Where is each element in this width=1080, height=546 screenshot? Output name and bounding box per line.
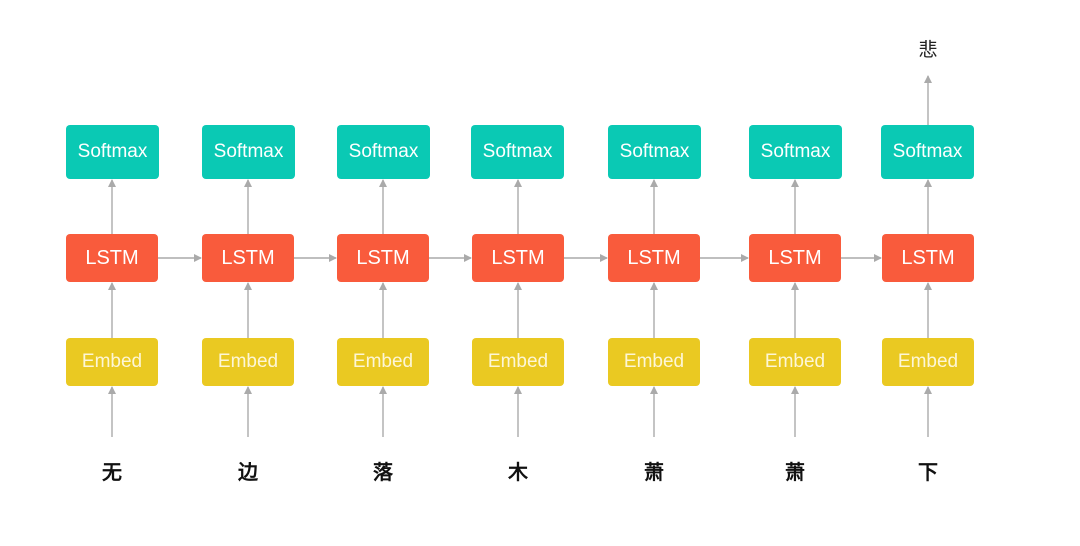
embed-box-4: Embed	[472, 338, 564, 386]
embed-box-5: Embed	[608, 338, 700, 386]
input-char-4: 木	[508, 460, 528, 484]
lstm-box-1: LSTM	[66, 234, 158, 282]
input-char-2: 边	[238, 460, 258, 484]
softmax-box-7: Softmax	[881, 125, 974, 179]
lstm-box-7: LSTM	[882, 234, 974, 282]
lstm-box-5: LSTM	[608, 234, 700, 282]
embed-box-7: Embed	[882, 338, 974, 386]
softmax-box-6: Softmax	[749, 125, 842, 179]
embed-box-1: Embed	[66, 338, 158, 386]
input-char-1: 无	[102, 460, 122, 484]
lstm-box-3: LSTM	[337, 234, 429, 282]
input-char-3: 落	[373, 460, 393, 484]
input-char-6: 萧	[785, 460, 805, 484]
embed-box-3: Embed	[337, 338, 429, 386]
embed-box-2: Embed	[202, 338, 294, 386]
softmax-box-4: Softmax	[471, 125, 564, 179]
lstm-box-2: LSTM	[202, 234, 294, 282]
input-char-5: 萧	[644, 460, 664, 484]
input-char-7: 下	[918, 460, 938, 484]
lstm-box-4: LSTM	[472, 234, 564, 282]
softmax-box-2: Softmax	[202, 125, 295, 179]
lstm-box-6: LSTM	[749, 234, 841, 282]
embed-box-6: Embed	[749, 338, 841, 386]
softmax-box-3: Softmax	[337, 125, 430, 179]
output-char: 悲	[918, 39, 938, 61]
softmax-box-1: Softmax	[66, 125, 159, 179]
softmax-box-5: Softmax	[608, 125, 701, 179]
